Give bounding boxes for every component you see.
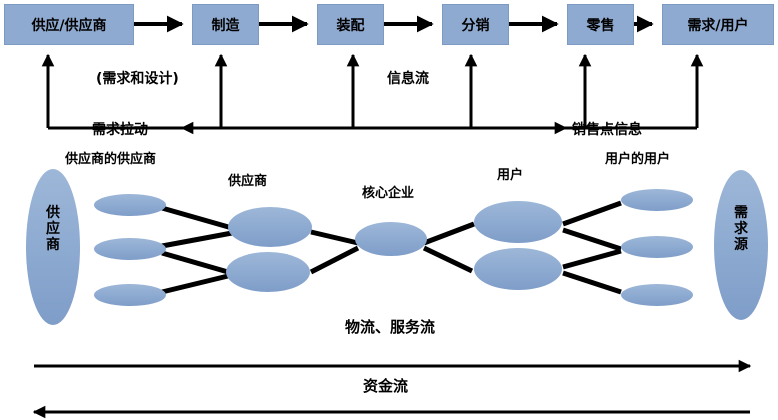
tier-label-user: 用户 <box>497 168 524 183</box>
supplier-pool-ellipse <box>26 169 80 325</box>
label-demand-pull: 需求拉动 <box>92 122 148 138</box>
tier5-node <box>621 284 693 306</box>
tier4-node <box>474 248 562 290</box>
tier1-node <box>94 238 166 260</box>
tier-label-supplier: 供应商 <box>228 174 268 189</box>
process-box-supply-supplier[interactable]: 供应/供应商 <box>4 4 134 45</box>
pool-label-supplier: 供应商 <box>46 205 60 254</box>
tier4-node <box>474 201 562 243</box>
label-information-flow: 信息流 <box>387 71 429 87</box>
process-box-assembly[interactable]: 装配 <box>317 4 384 45</box>
pool-label-demand-source: 需求源 <box>734 205 748 254</box>
process-box-retail[interactable]: 零售 <box>567 4 634 45</box>
tier2-node <box>228 207 312 247</box>
tier-label-core-enterprise: 核心企业 <box>362 186 415 201</box>
network-connectors <box>161 200 622 295</box>
tier5-node <box>621 189 693 211</box>
tier1-node <box>94 194 166 216</box>
label-logistics-service-flow: 物流、服务流 <box>345 318 436 336</box>
network-nodes <box>26 169 768 325</box>
tier2-node <box>226 252 310 292</box>
process-box-manufacture[interactable]: 制造 <box>192 4 259 45</box>
process-box-distribution[interactable]: 分销 <box>442 4 509 45</box>
label-demand-and-design: (需求和设计) <box>96 71 179 87</box>
label-point-of-sale-info: 销售点信息 <box>572 122 642 138</box>
information-flow-arrows <box>214 53 704 128</box>
tier1-node <box>94 284 166 306</box>
demand-source-pool-ellipse <box>714 170 768 320</box>
tier-label-users-user: 用户的用户 <box>605 152 671 167</box>
tier5-node <box>621 236 693 258</box>
core-enterprise-node <box>355 222 427 256</box>
tier-label-suppliers-supplier: 供应商的供应商 <box>65 152 157 167</box>
label-capital-flow: 资金流 <box>363 377 409 395</box>
process-box-demand-customer[interactable]: 需求/用户 <box>662 4 774 45</box>
capital-flow-arrows <box>32 359 752 419</box>
